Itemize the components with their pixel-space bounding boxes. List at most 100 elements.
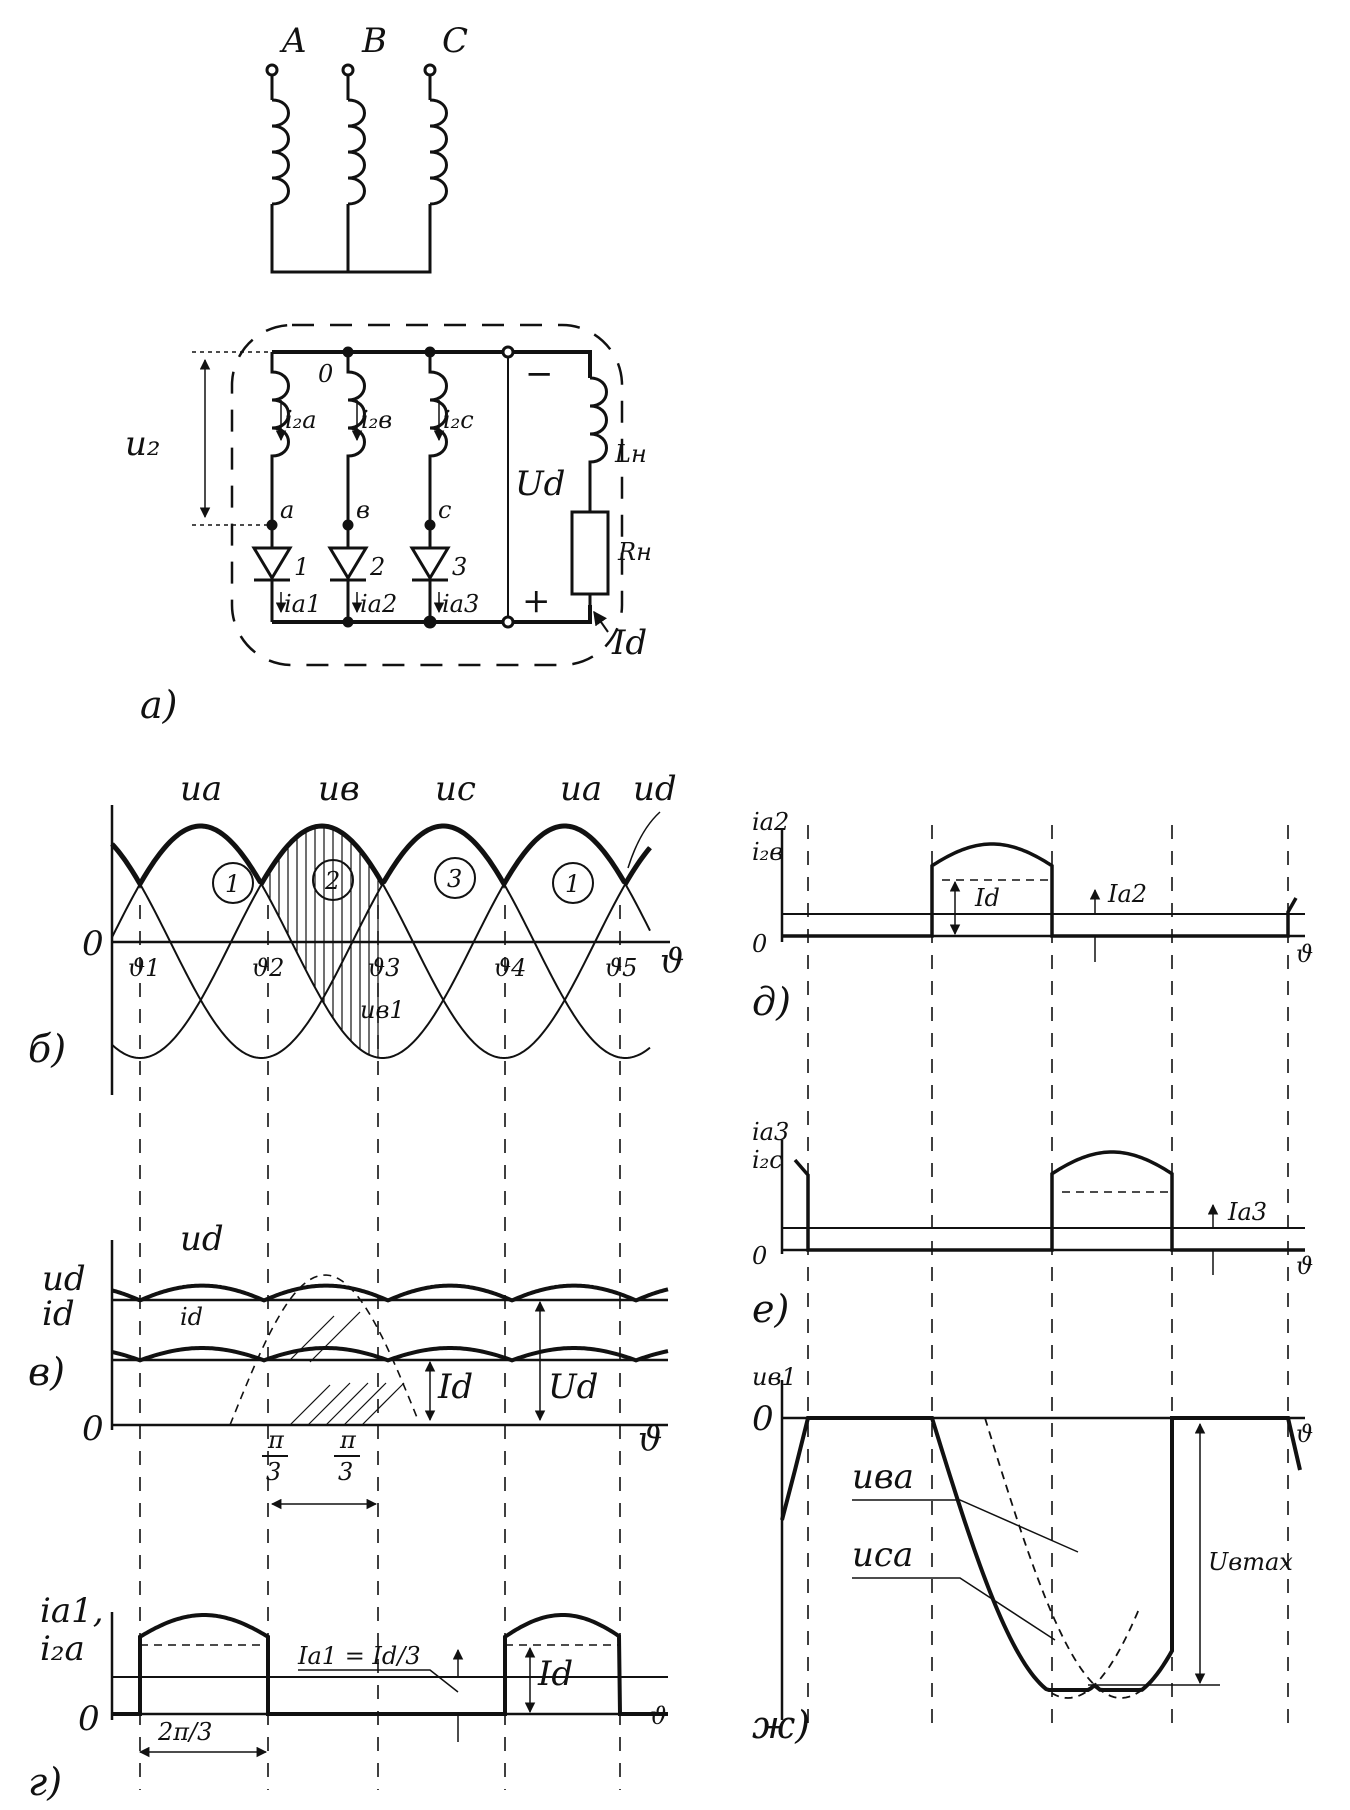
label-uba: uва [852,1457,914,1497]
panel-zh: Uвmax uва uса uв1 0 ϑ ж) [752,1363,1313,1747]
wave-id [111,1346,669,1363]
label-ud: ud [633,769,677,809]
y-i2c: i₂с [752,1146,783,1174]
panel-d: Id Iа2 iа2 i₂в 0 ϑ д) [752,808,1313,1024]
axis-g: ϑ [650,1702,667,1730]
origin-zh: 0 [752,1399,774,1439]
minus-label: − [525,354,554,394]
pi-2: π [339,1426,357,1454]
zone-2: 2 [324,867,340,895]
three-1: 3 [266,1458,281,1486]
wave-uba-dashed [959,1506,1141,1699]
period-g: 2π/3 [157,1718,212,1746]
axis-d: ϑ [1296,940,1313,968]
panel-g: iа1, i₂а Iа1 = Id/3 Id 0 ϑ 2π/3 г) [28,1591,668,1804]
id-label: Id [611,623,647,663]
Ud-label: Ud [548,1367,598,1407]
label-uc: uс [435,769,476,809]
panel-e: Iа3 iа3 i₂с 0 ϑ е) [752,1118,1313,1331]
origin-v: 0 [82,1409,104,1449]
right-guides [807,825,1289,1730]
wave-ud [111,1283,669,1303]
wave-ud-label: ud [180,1219,224,1259]
pi-1: π [267,1426,285,1454]
u2-label: u₂ [125,424,161,464]
y-i2b: i₂в [752,838,783,866]
caption-g: г) [28,1760,62,1804]
y-ia2: iа2 [752,808,789,836]
wave-ia2 [782,842,1298,938]
ia3-label: iа3 [442,590,479,618]
label-ua: uа [180,769,222,809]
wave-ia1 [112,1613,668,1716]
diode-2-label: 2 [369,553,385,581]
origin-b: 0 [82,924,104,964]
circuit-labels: A B C 0 u₂ i₂a i₂в i₂c a в c 1 2 3 iа1 i… [125,21,652,727]
y-ub1: uв1 [752,1363,797,1391]
y-ia1: iа1, [40,1591,104,1631]
ia1-label: iа1 [284,590,321,618]
y-i2a: i₂а [40,1629,85,1669]
phase-a-label: A [279,21,307,61]
panel-b: 1 2 3 1 uа uв uс uа ud 0 ϑ1 ϑ2 ϑ3 ϑ4 ϑ5 … [28,769,684,1095]
zone-1: 1 [225,870,240,898]
primary-windings [265,63,448,274]
tick-v4: ϑ4 [494,954,526,982]
node-o-label: 0 [318,360,333,388]
zone-3: 3 [447,865,462,893]
tap-a-label: a [280,496,294,524]
wave-ia3 [793,1150,1305,1252]
wave-id-label: id [180,1303,203,1331]
axis-b: ϑ [660,941,684,981]
axis-v: ϑ [638,1419,662,1459]
ln-label: Lн [614,440,647,468]
Ia3-e: Iа3 [1227,1198,1267,1226]
diode-1-label: 1 [294,553,309,581]
tap-b-label: в [356,496,370,524]
label-ub1: uв1 [360,996,405,1024]
secondary-enclosure [230,323,624,667]
left-guides [139,905,621,1790]
plus-label: + [522,581,551,621]
circuit-schematic [192,63,624,667]
caption-v: в) [28,1350,65,1394]
caption-a: а) [140,683,177,727]
tick-v3: ϑ3 [368,954,400,982]
tick-v1: ϑ1 [128,954,160,982]
caption-e: е) [752,1287,789,1331]
zone-1b: 1 [565,870,580,898]
y-ud: ud [42,1259,86,1299]
rn-label: Rн [617,538,652,566]
y-ia3: iа3 [752,1118,789,1146]
label-ua2: uа [560,769,602,809]
dashed-pulse [229,1274,419,1426]
caption-b: б) [28,1027,66,1071]
origin-d: 0 [752,930,767,958]
caption-zh: ж) [752,1703,810,1747]
Id-label: Id [437,1367,473,1407]
i2b-label: i₂в [361,406,392,434]
wave-ub1 [780,1416,1302,1692]
phase-c-label: C [442,21,468,61]
envelope-ud [110,823,652,889]
phase-b-label: B [361,21,387,61]
Id-d: Id [974,884,1000,912]
i2a-label: i₂a [285,406,317,434]
i2c-label: i₂c [443,406,474,434]
ud-label: Ud [515,464,565,504]
axis-zh: ϑ [1296,1420,1313,1448]
Id-g: Id [537,1654,573,1694]
origin-g: 0 [78,1699,100,1739]
label-uca: uса [852,1535,913,1575]
panel-v: ud id ud id Id Ud 0 ϑ π 3 π 3 в) [28,1219,669,1510]
tap-c-label: c [438,496,451,524]
tick-v5: ϑ5 [605,954,637,982]
wave-uc [111,825,651,1059]
formula-ia1: Iа1 = Id/3 [297,1642,421,1670]
caption-d: д) [752,980,791,1024]
label-ub: uв [318,769,360,809]
wave-uca-dashed [984,1417,1172,1699]
Ia2-d: Iа2 [1107,880,1147,908]
hatch-pulse [289,1311,405,1426]
